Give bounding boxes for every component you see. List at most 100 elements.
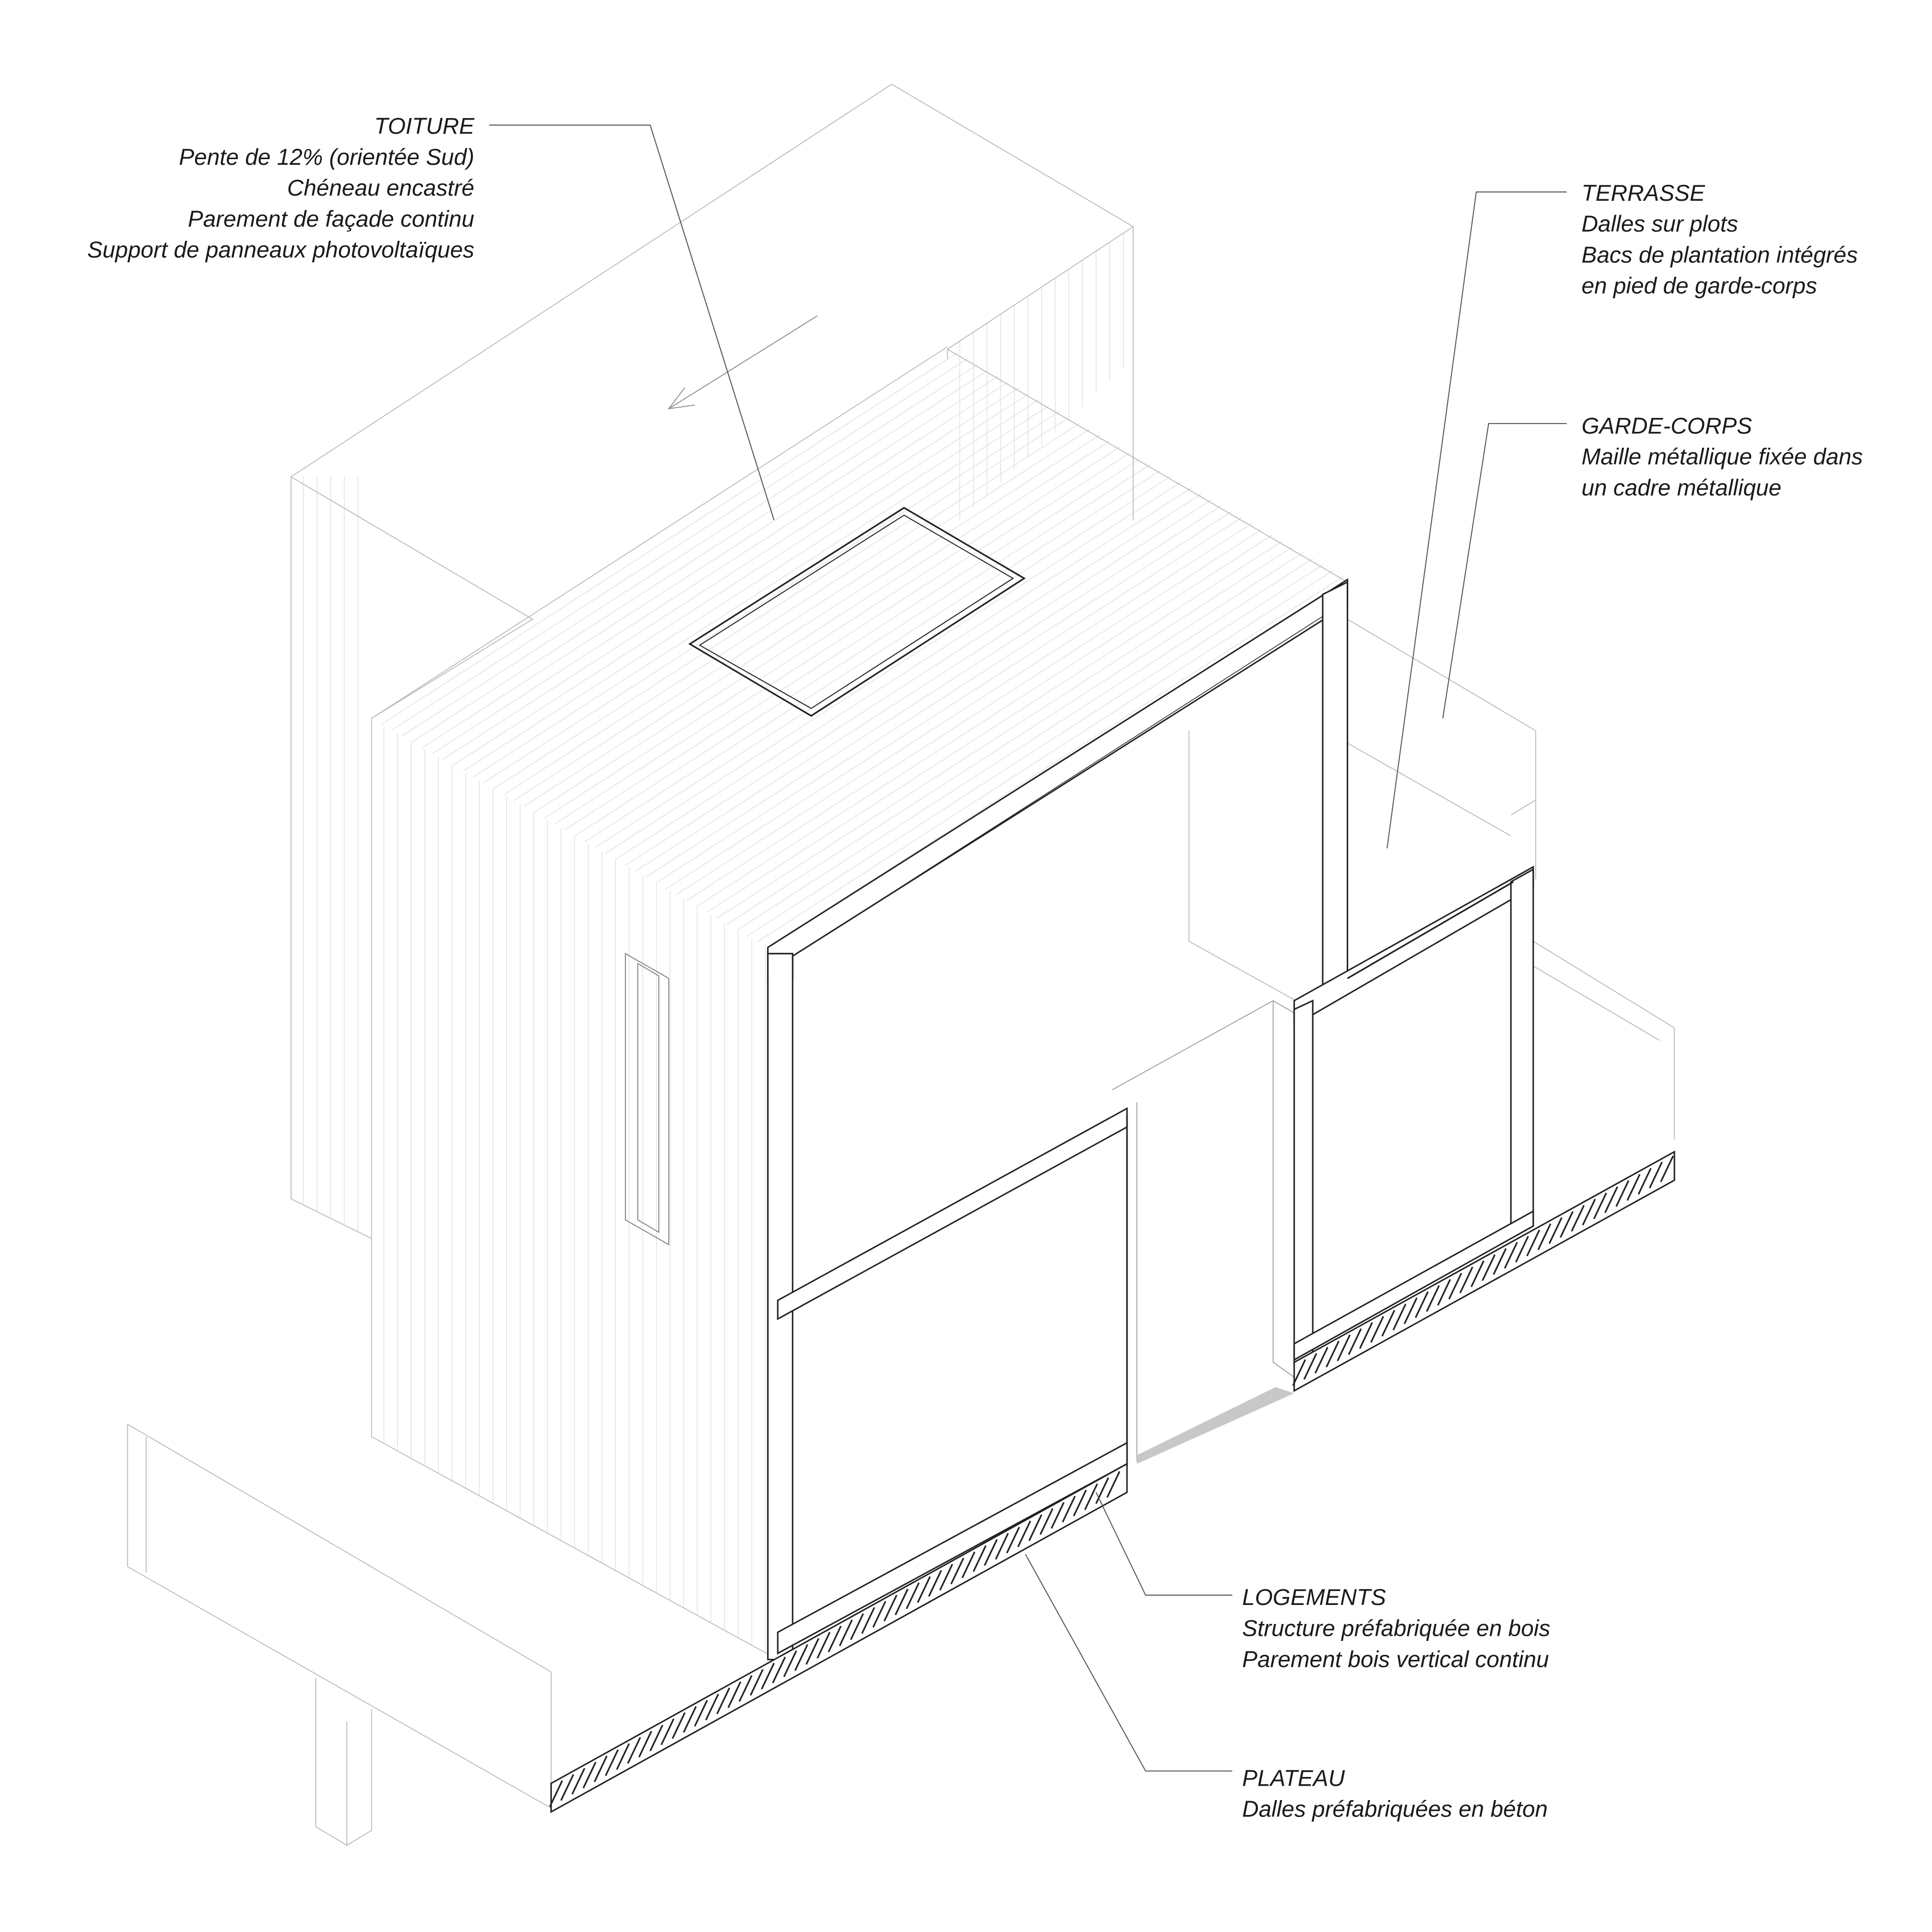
hatch-line xyxy=(917,1576,931,1603)
hatch-line xyxy=(660,1718,675,1746)
hatch-line xyxy=(1604,1186,1618,1213)
roof-plank xyxy=(473,405,1049,778)
roof-plank xyxy=(665,517,1242,889)
hatch-line xyxy=(738,1675,753,1702)
roof-plank xyxy=(605,482,1181,854)
roof-plank xyxy=(716,546,1293,919)
label-line: en pied de garde-corps xyxy=(1581,274,1817,299)
hatch-line xyxy=(805,1638,819,1665)
roof-plank xyxy=(645,505,1222,877)
label-garde-corps: GARDE-CORPS Maille métallique fixée dans… xyxy=(1581,413,1863,501)
hatch-line xyxy=(716,1687,731,1714)
label-logements: LOGEMENTS Structure préfabriquée en bois… xyxy=(1242,1585,1550,1672)
hatch-line xyxy=(727,1681,741,1708)
roof-plank xyxy=(737,558,1313,931)
hatch-line xyxy=(861,1607,875,1634)
hatch-line xyxy=(1571,1204,1585,1232)
hatch-line xyxy=(627,1737,641,1764)
roof-plank xyxy=(696,534,1273,907)
roof-plank xyxy=(686,529,1263,901)
label-line: Parement de façade continu xyxy=(188,206,474,232)
hatch-line xyxy=(1073,1489,1087,1517)
roof-plank xyxy=(432,381,1009,754)
hatch-line xyxy=(1615,1180,1630,1207)
hatch-line xyxy=(672,1712,686,1739)
label-title: TOITURE xyxy=(374,114,475,139)
hatch-line xyxy=(1062,1496,1076,1523)
label-line: Chéneau encastré xyxy=(287,176,474,201)
roof-plank xyxy=(635,499,1212,872)
hatch-line xyxy=(1481,1254,1496,1281)
roof-plank xyxy=(442,388,1019,760)
hatch-line xyxy=(1348,1328,1362,1355)
hatch-line xyxy=(1106,1471,1121,1498)
roof-plank xyxy=(747,564,1324,936)
hatch-line xyxy=(1370,1316,1384,1343)
hatch-line xyxy=(883,1595,897,1622)
label-plateau: PLATEAU Dalles préfabriquées en béton xyxy=(1242,1766,1547,1822)
hatch-line xyxy=(1084,1483,1098,1510)
hatch-line xyxy=(1336,1334,1351,1362)
label-line: Dalles sur plots xyxy=(1581,212,1738,237)
roof-plank xyxy=(452,393,1029,766)
hatch-line xyxy=(1637,1168,1652,1195)
hatch-line xyxy=(1649,1161,1663,1189)
hatch-line xyxy=(560,1774,575,1801)
roof-plank xyxy=(757,570,1334,942)
background-volumes xyxy=(291,84,1348,1660)
hatch-line xyxy=(605,1749,619,1776)
label-line: Support de panneaux photovoltaïques xyxy=(87,238,474,263)
hatch-line xyxy=(1660,1155,1674,1182)
hatch-line xyxy=(1559,1211,1574,1238)
hatch-line xyxy=(1303,1353,1317,1380)
label-title: LOGEMENTS xyxy=(1242,1585,1386,1610)
roof-plank xyxy=(726,552,1303,925)
label-line: Structure préfabriquée en bois xyxy=(1242,1616,1550,1641)
shadow xyxy=(1137,1387,1294,1464)
terrace-guardrails xyxy=(1347,619,1675,1140)
roof-plank xyxy=(564,458,1141,831)
hatch-line xyxy=(950,1557,965,1584)
roof-plank xyxy=(412,370,988,742)
slope-arrow-icon xyxy=(667,315,818,410)
hatch-line xyxy=(928,1570,942,1597)
leader-plateau xyxy=(1025,1554,1233,1772)
hatch-line xyxy=(594,1755,608,1783)
hatch-line xyxy=(839,1619,853,1647)
hatch-line xyxy=(1292,1359,1306,1386)
hatch-line xyxy=(1028,1514,1043,1541)
leader-lines xyxy=(489,124,1567,1772)
label-line: Maille métallique fixée dans xyxy=(1581,445,1863,470)
hatch-line xyxy=(1006,1526,1020,1554)
roof-plank xyxy=(513,429,1090,801)
hatch-line xyxy=(1095,1477,1110,1504)
roof-plank xyxy=(584,470,1161,843)
hatch-line xyxy=(794,1644,809,1671)
hatch-line xyxy=(638,1731,653,1758)
hatch-line xyxy=(616,1743,630,1770)
hatch-line xyxy=(761,1662,775,1690)
hatch-line xyxy=(1403,1297,1418,1325)
roof-plank xyxy=(615,487,1192,860)
leader-toiture xyxy=(489,124,775,521)
roof-plank xyxy=(493,417,1070,790)
label-line: Bacs de plantation intégrés xyxy=(1581,242,1858,267)
hatch-line xyxy=(1437,1279,1451,1306)
hatch-line xyxy=(1504,1241,1518,1269)
hatch-line xyxy=(1039,1508,1054,1535)
roof-plank xyxy=(706,541,1283,913)
roof-plank xyxy=(463,399,1039,772)
hatch-line xyxy=(1582,1198,1596,1226)
label-line: Dalles préfabriquées en béton xyxy=(1242,1797,1547,1822)
roof-plank xyxy=(656,511,1232,884)
roof-plank xyxy=(676,523,1253,895)
roof-plank xyxy=(625,493,1202,866)
hatch-line xyxy=(783,1650,797,1677)
label-title: TERRASSE xyxy=(1581,181,1706,206)
roof-plank xyxy=(574,464,1151,836)
hatch-line xyxy=(1392,1304,1407,1331)
hatch-line xyxy=(906,1582,920,1610)
hatch-line xyxy=(972,1545,987,1572)
roof-plank xyxy=(401,364,978,736)
hatch-line xyxy=(694,1699,708,1727)
